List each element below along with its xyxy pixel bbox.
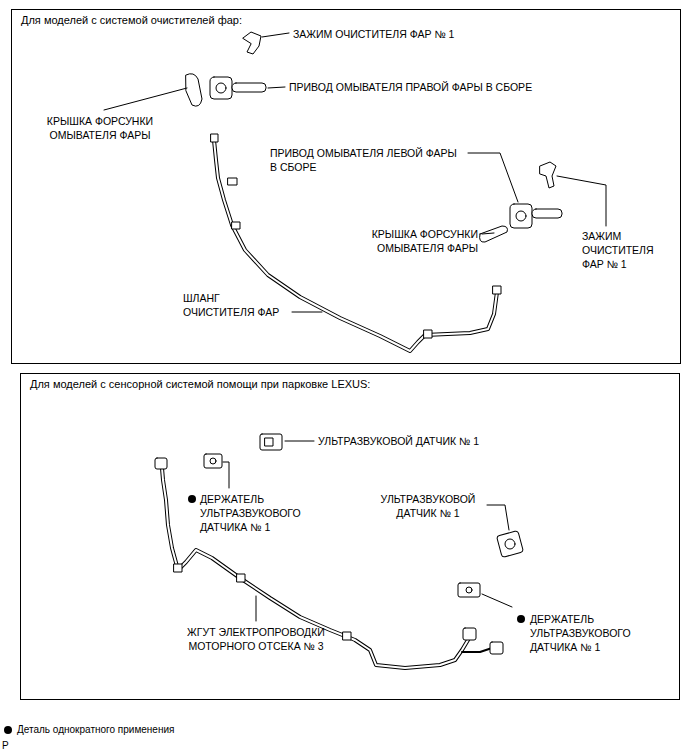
leader-line <box>292 312 322 313</box>
legend-swatch <box>4 726 12 734</box>
washer-actuator <box>510 204 532 228</box>
part-label: ДЕРЖАТЕЛЬ УЛЬТРАЗВУКОВОГО ДАТЧИКА № 1 <box>530 612 645 654</box>
single-use-mark <box>517 615 525 623</box>
part-label: ПРИВОД ОМЫВАТЕЛЯ ПРАВОЙ ФАРЫ В СБОРЕ <box>289 80 532 94</box>
part-label: УЛЬТРАЗВУКОВОЙ ДАТЧИК № 1 <box>373 492 483 520</box>
hose-clip <box>232 222 240 229</box>
leader-line <box>256 596 257 621</box>
panel-heading: Для моделей с сенсорной системой помощи … <box>21 374 679 391</box>
washer-actuator-cylinder <box>232 83 266 92</box>
part-label: ЖГУТ ЭЛЕКТРОПРОВОДКИ МОТОРНОГО ОТСЕКА № … <box>176 625 336 653</box>
ultrasonic-sensor <box>260 434 282 450</box>
part-label: КРЫШКА ФОРСУНКИ ОМЫВАТЕЛЯ ФАРЫ <box>35 114 165 142</box>
harness-clip <box>174 564 182 572</box>
harness-connector <box>463 628 476 640</box>
cleaner-hose-inner <box>214 140 497 351</box>
leader-line <box>104 88 187 110</box>
ultrasonic-sensor <box>497 531 524 558</box>
leader-line <box>285 441 314 442</box>
leader-line <box>223 462 229 488</box>
leader-line <box>487 505 509 530</box>
cleaner-clip <box>243 32 261 54</box>
sensor-detail <box>505 539 515 549</box>
leader-line <box>482 233 494 234</box>
hose-clip <box>228 178 237 185</box>
holder-hole <box>210 458 216 464</box>
leader-line <box>268 87 285 88</box>
actuator-detail <box>216 83 226 93</box>
washer-actuator <box>210 77 232 99</box>
leader-line <box>468 153 518 202</box>
nozzle-cap <box>480 226 508 242</box>
part-label: ШЛАНГ ОЧИСТИТЕЛЯ ФАР <box>183 291 288 319</box>
hose-end <box>493 286 501 294</box>
washer-actuator-cylinder <box>532 209 562 218</box>
harness-clip <box>343 632 351 640</box>
harness-clip <box>237 574 245 582</box>
part-label: ЗАЖИМ ОЧИСТИТЕЛЯ ФАР № 1 <box>293 27 454 41</box>
holder-hole <box>466 587 472 593</box>
part-label: ДЕРЖАТЕЛЬ УЛЬТРАЗВУКОВОГО ДАТЧИКА № 1 <box>200 492 315 534</box>
legend-text: Деталь однократного применения <box>17 723 174 736</box>
wire-branch <box>462 648 492 652</box>
panel-frame: Для моделей с системой очистителей фар: <box>11 9 681 364</box>
nozzle-cap <box>186 74 202 106</box>
part-label: КРЫШКА ФОРСУНКИ ОМЫВАТЕЛЯ ФАРЫ <box>353 227 478 255</box>
cleaner-hose <box>214 140 497 351</box>
page-code: P <box>2 739 9 753</box>
leader-line <box>482 594 512 607</box>
part-label: ЗАЖИМ ОЧИСТИТЕЛЯ ФАР № 1 <box>582 229 662 271</box>
part-label: ПРИВОД ОМЫВАТЕЛЯ ЛЕВОЙ ФАРЫ В СБОРЕ <box>270 146 462 174</box>
part-label: УЛЬТРАЗВУКОВОЙ ДАТЧИК № 1 <box>318 434 479 448</box>
hose-clip <box>424 330 432 338</box>
single-use-mark <box>188 495 196 503</box>
harness-connector <box>155 458 167 469</box>
legend-entry: Деталь однократного применения <box>4 723 174 736</box>
sensor-detail <box>265 438 273 446</box>
cleaner-clip <box>540 162 556 188</box>
harness-connector <box>490 642 503 654</box>
sensor-holder <box>204 454 222 468</box>
sensor-holder <box>458 583 480 597</box>
hose-clip <box>211 134 218 142</box>
leader-line <box>557 176 606 226</box>
leader-line <box>262 33 289 37</box>
panel-heading: Для моделей с системой очистителей фар: <box>12 10 680 27</box>
actuator-detail <box>516 211 526 221</box>
